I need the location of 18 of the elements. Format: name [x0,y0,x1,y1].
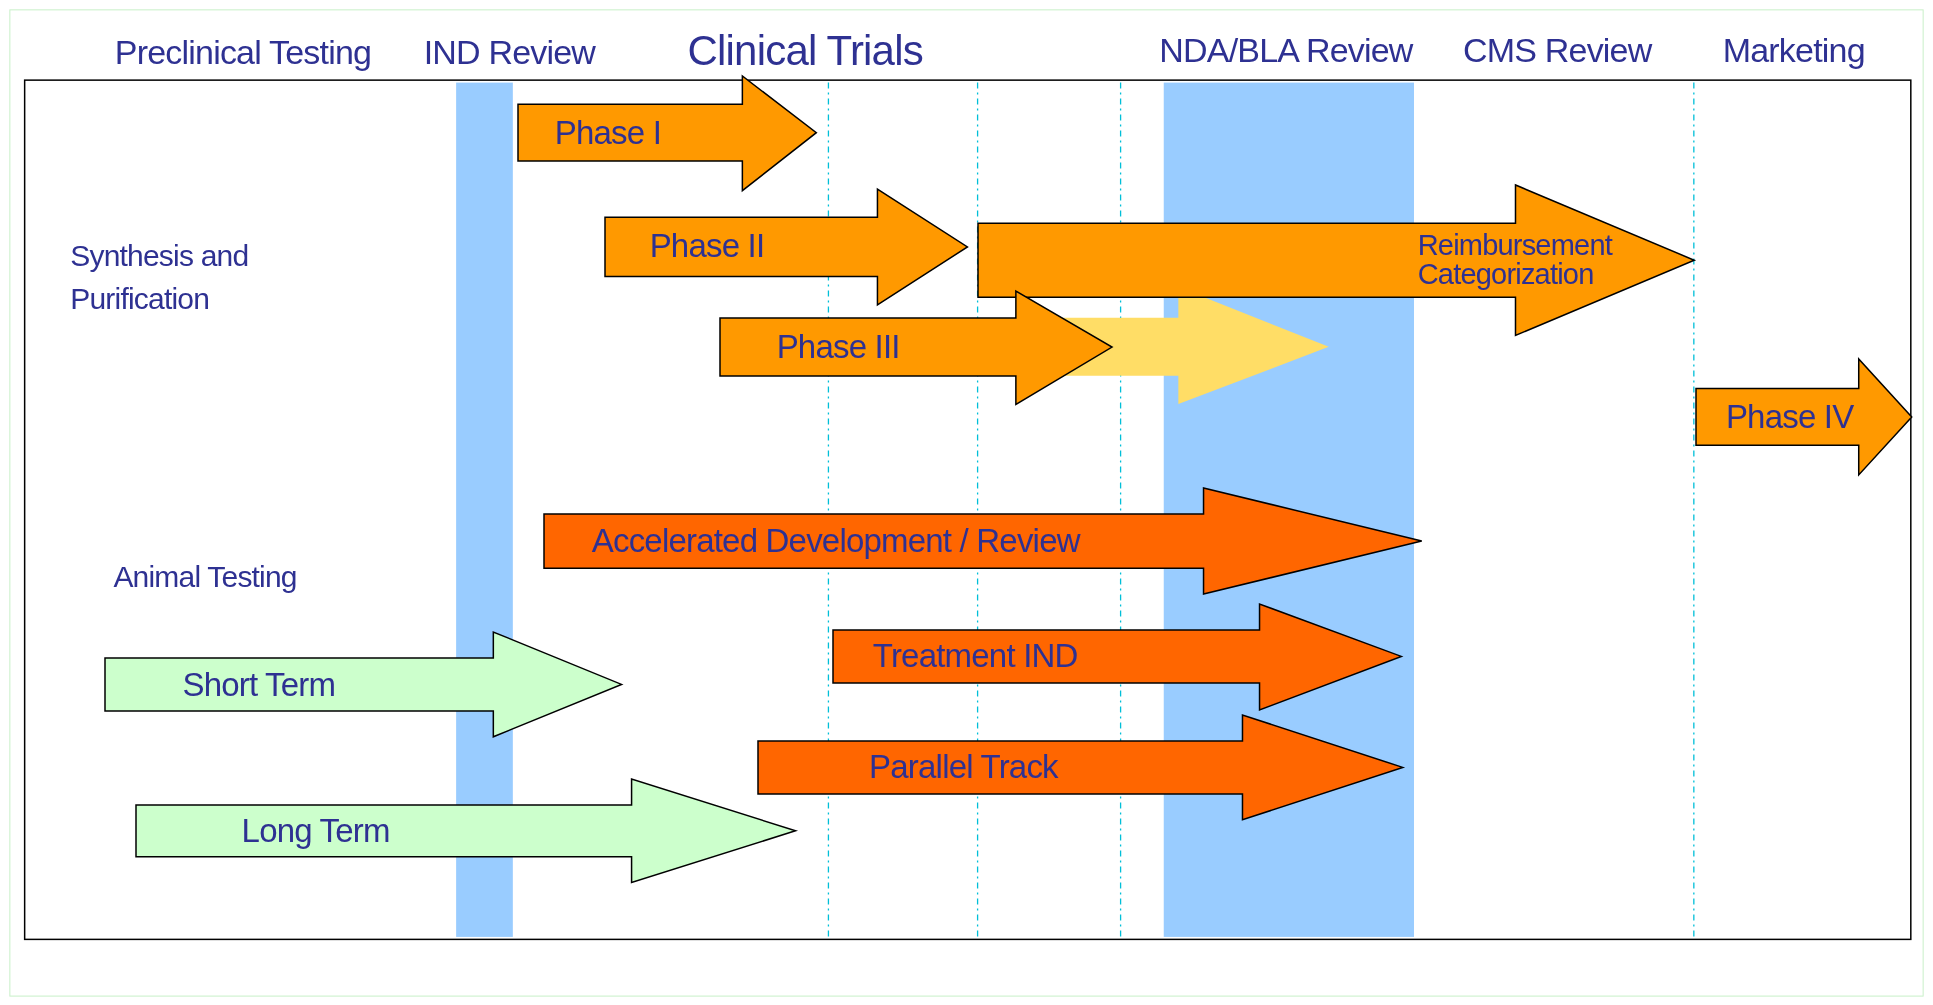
stage-heading: Clinical Trials [687,26,923,75]
phase-label: Phase III [776,327,900,366]
phase-label: Parallel Track [869,748,1058,787]
stage-heading: Marketing [1722,31,1865,71]
stage-heading: CMS Review [1463,31,1652,71]
phase-label: Phase IV [1725,397,1854,436]
phase-label: Phase I [554,114,662,152]
stage-heading: NDA/BLA Review [1159,31,1413,71]
phase-label: Treatment IND [872,637,1078,676]
activity-label: Synthesis and Purification [70,237,250,317]
phase-label: Phase II [649,227,765,266]
phase-label: Long Term [241,811,390,850]
phase-label: Reimbursement Categorization [1417,231,1614,290]
phase-label: Short Term [182,665,336,704]
activity-label: Animal Testing [113,560,297,595]
stage-heading: IND Review [423,32,596,72]
phase-label: Accelerated Development / Review [591,522,1080,561]
stage-heading: Preclinical Testing [114,32,372,72]
